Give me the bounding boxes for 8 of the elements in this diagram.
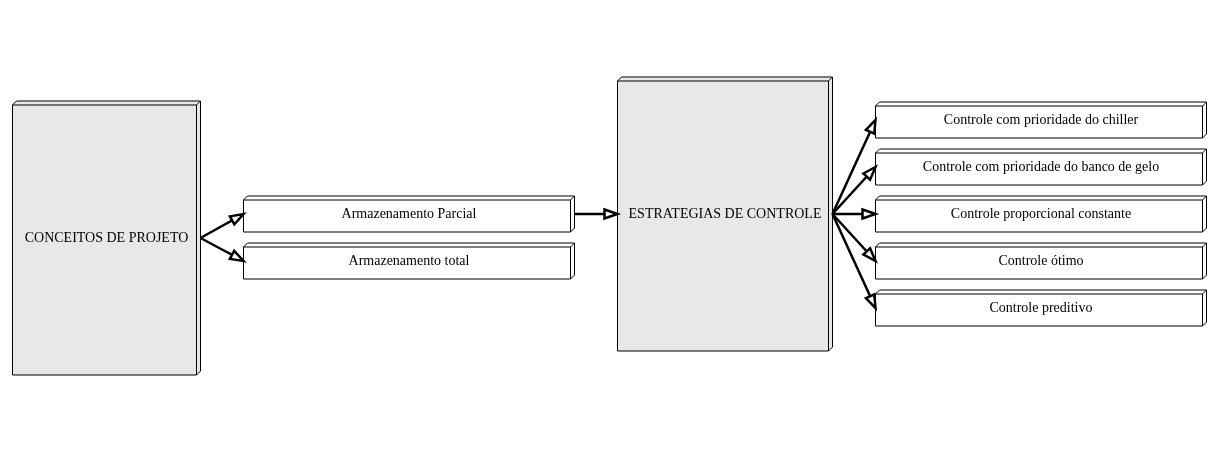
arrow	[831, 116, 878, 215]
arrow	[574, 207, 622, 221]
arrow	[831, 164, 879, 215]
arrow	[199, 212, 247, 240]
arrow	[199, 236, 247, 263]
arrow	[832, 207, 880, 221]
arrow	[831, 213, 879, 264]
arrow	[831, 213, 878, 312]
